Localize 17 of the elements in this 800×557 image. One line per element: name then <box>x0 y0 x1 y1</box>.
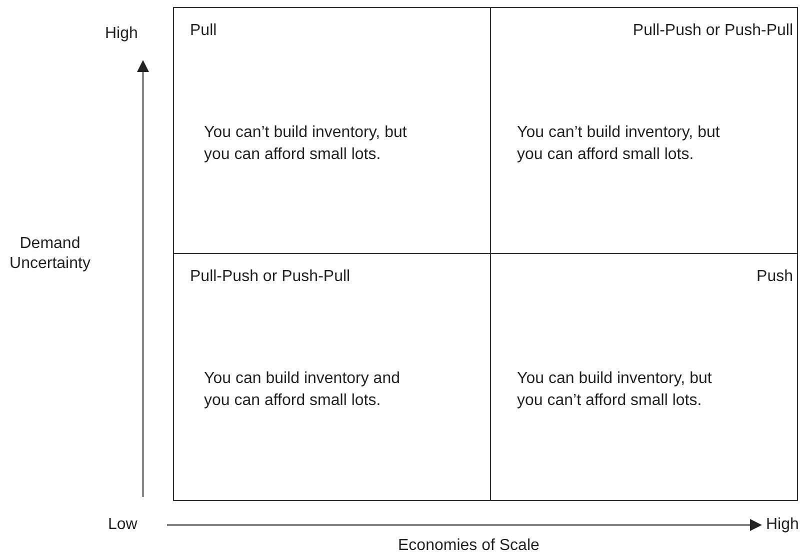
axis-label: High <box>766 516 799 534</box>
quadrant-heading: Push <box>756 268 793 286</box>
quadrant-text: You can build inventory and you can afford small lots. <box>204 369 401 411</box>
quadrant-text: You can build inventory, but you can’t afford small lots. <box>517 369 713 411</box>
quadrant-heading: Pull-Push or Push-Pull <box>632 22 793 40</box>
axis-label: High <box>105 25 138 43</box>
quadrant-heading: Pull-Push or Push-Pull <box>190 268 350 286</box>
quadrant-cell <box>490 253 798 501</box>
axis-label: Demand Uncertainty <box>8 234 92 274</box>
quadrant-text: You can’t build inventory, but you can afford small lots. <box>204 123 408 165</box>
quadrant-heading: Pull <box>190 22 217 40</box>
axis-label: Economies of Scale <box>398 537 540 555</box>
quadrant-cell <box>490 7 798 254</box>
axis-label: Low <box>108 516 138 534</box>
quadrant-text: You can’t build inventory, but you can afford small lots. <box>517 123 721 165</box>
quadrant-cell <box>173 253 491 501</box>
quadrant-cell <box>173 7 491 254</box>
